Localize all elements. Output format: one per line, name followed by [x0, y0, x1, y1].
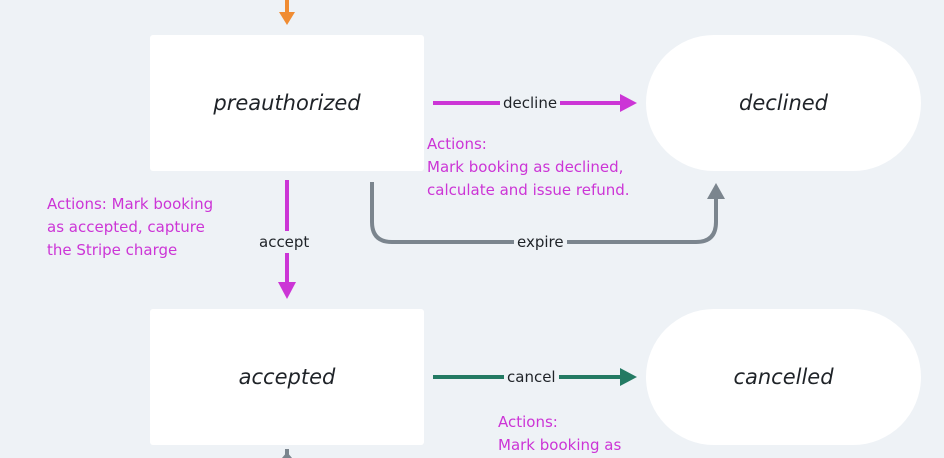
- expire-label: expire: [514, 233, 567, 251]
- entry-arrow: [279, 0, 295, 25]
- decline-label: decline: [500, 94, 561, 112]
- cancel-label: cancel: [504, 368, 559, 386]
- state-declined-label: declined: [738, 91, 829, 115]
- state-cancelled-label: cancelled: [733, 365, 834, 389]
- decline-actions-note: Actions: Mark booking as declined, calcu…: [427, 135, 630, 199]
- state-preauthorized-label: preauthorized: [213, 91, 361, 115]
- state-cancelled: cancelled: [646, 309, 921, 445]
- outgoing-arrow-partial: [282, 449, 292, 458]
- accept-actions-note: Actions: Mark booking as accepted, captu…: [47, 195, 214, 259]
- state-declined: declined: [646, 35, 921, 171]
- state-preauthorized: preauthorized: [150, 35, 424, 171]
- state-accepted-label: accepted: [238, 365, 336, 389]
- cancel-actions-note: Actions: Mark booking as: [498, 413, 622, 454]
- accept-label: accept: [257, 231, 312, 253]
- state-accepted: accepted: [150, 309, 424, 445]
